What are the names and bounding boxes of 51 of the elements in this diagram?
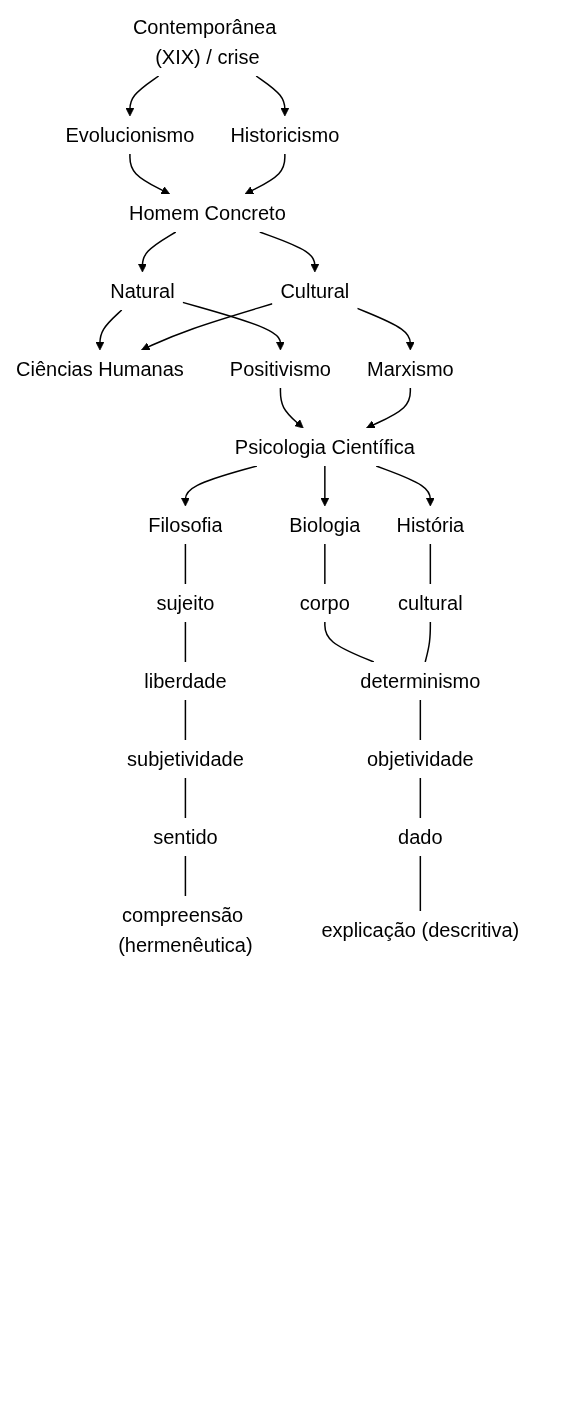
arrow (181, 465, 258, 507)
connector (419, 855, 422, 912)
node-text: Historicismo (230, 124, 340, 146)
node-text: Contemporânea (XIX) / crise (132, 16, 277, 68)
node-text: Homem Concreto (129, 202, 286, 224)
arrow (366, 387, 412, 429)
arrow (138, 231, 177, 273)
connector (184, 621, 187, 663)
connector (429, 543, 432, 585)
connector (184, 699, 187, 741)
arrow (255, 75, 290, 117)
node-text: explicação (descritiva) (321, 919, 520, 941)
node-text: Evolucionismo (65, 124, 195, 146)
node-text: corpo (299, 592, 350, 614)
connector (419, 777, 422, 819)
connector (184, 777, 187, 819)
connector (324, 543, 326, 585)
arrow (375, 465, 435, 507)
arrow (125, 75, 160, 117)
node-text: Biologia (289, 514, 361, 536)
node-text: determinismo (360, 670, 481, 692)
node-text: Positivismo (229, 358, 331, 380)
node-text: sujeito (156, 592, 215, 614)
node-text: História (396, 514, 465, 536)
node-text: Ciências Humanas (16, 358, 184, 380)
node-text: sentido (153, 826, 218, 848)
arrow (279, 387, 304, 429)
node-text: liberdade (144, 670, 227, 692)
arrow (259, 231, 320, 273)
node-text: Psicologia Científica (234, 436, 415, 458)
node-text: subjetividade (127, 748, 244, 770)
arrow (356, 307, 415, 351)
arrow (181, 301, 285, 351)
node-text: Cultural (280, 280, 350, 302)
node-text: objetividade (366, 748, 474, 770)
node-text: Marxismo (367, 358, 454, 380)
arrow (141, 303, 274, 351)
node-text: cultural (398, 592, 463, 614)
arrow (95, 309, 123, 351)
node-text: Natural (110, 280, 175, 302)
arrow (129, 153, 171, 195)
connector (424, 621, 432, 663)
connector (184, 855, 187, 897)
node-text: dado (398, 826, 443, 848)
node-text: compreensão (hermenêutica) (118, 904, 253, 956)
connector (419, 699, 422, 741)
node-text: Filosofia (148, 514, 223, 536)
connector (324, 621, 375, 663)
arrow (244, 153, 286, 195)
arrow (320, 465, 330, 507)
connector (184, 543, 187, 585)
